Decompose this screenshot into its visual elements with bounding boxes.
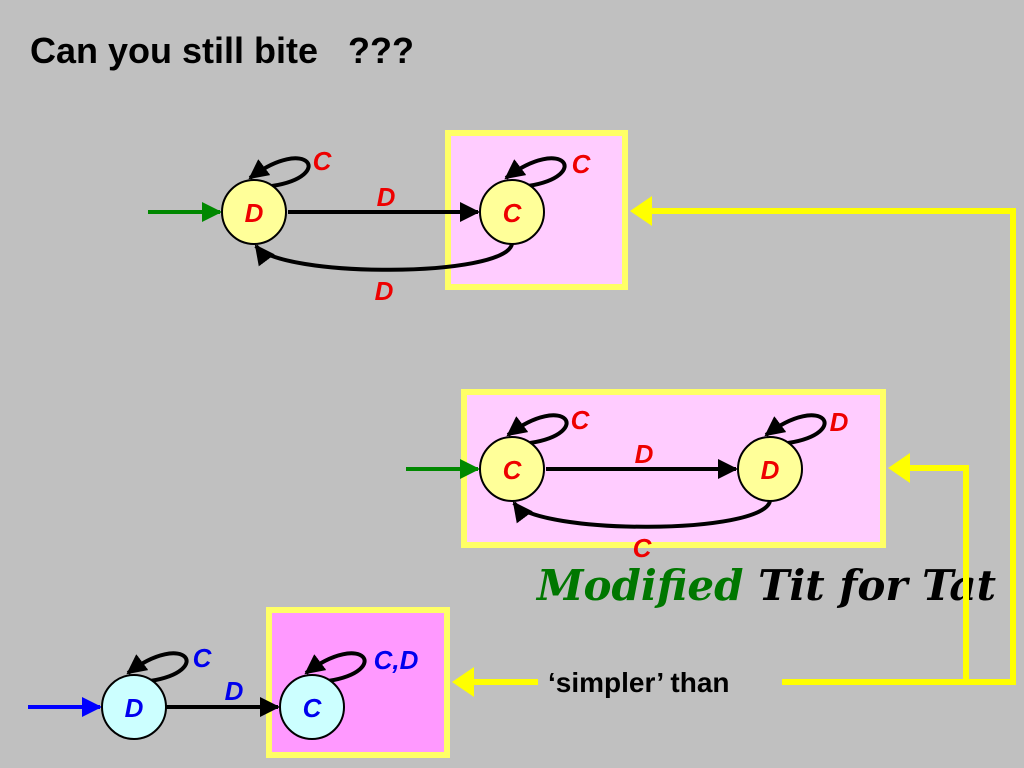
machine2-loop-c-label: C (571, 405, 591, 435)
machine1-state-c (479, 179, 545, 245)
machine1-loop-c-label: C (572, 149, 592, 179)
machine3-state-c (279, 674, 345, 740)
connector-to-machine2 (910, 465, 969, 682)
caption-modified-tft: Modified Tit for Tat (535, 561, 996, 610)
machine2-loop-d (764, 413, 827, 445)
machine3-loop-d-label: C (193, 643, 213, 673)
machine2-state-c (479, 436, 545, 502)
machine3-loop-c-label: C,D (374, 645, 419, 675)
connector-to-machine3-arrowhead (452, 667, 474, 697)
machine3-state-d-label: D (125, 693, 144, 723)
machine1-loop-d (248, 156, 311, 188)
machine2-edge-c-to-d-label: D (635, 439, 654, 469)
machine2-edge-d-to-c (512, 500, 772, 529)
machine1-state-d (221, 179, 287, 245)
machine1-loop-d-label: C (313, 146, 333, 176)
machine1-loop-c (504, 156, 567, 188)
caption-modified: Modified (535, 561, 743, 610)
machine3-loop-d (126, 651, 189, 683)
machine2-loop-d-label: D (830, 407, 849, 437)
caption-tit-for-tat: Tit for Tat (758, 561, 996, 610)
machine2-state-c-label: C (503, 455, 523, 485)
machine1-edge-d-to-c-label: D (377, 182, 396, 212)
simpler-than-label: ‘simpler’ than (548, 667, 730, 698)
machine3-edge-d-to-c-label: D (225, 676, 244, 706)
connector-to-machine2-arrowhead (888, 453, 910, 483)
machine3-loop-c (304, 651, 367, 683)
machine2-state-d (737, 436, 803, 502)
machine1-edge-c-to-d-label: D (375, 276, 394, 306)
connector-to-machine1 (652, 208, 1016, 685)
machine1-edge-c-to-d (254, 243, 514, 272)
machine3-state-c-label: C (303, 693, 323, 723)
machine2-edge-d-to-c-label: C (633, 533, 653, 563)
machine2-state-d-label: D (761, 455, 780, 485)
page-title: Can you still bite ??? (30, 30, 415, 71)
connector-to-machine1-arrowhead (630, 196, 652, 226)
machine1-state-c-label: C (503, 198, 523, 228)
machine1-state-d-label: D (245, 198, 264, 228)
machine3-state-d (101, 674, 167, 740)
machine2-loop-c (506, 413, 569, 445)
